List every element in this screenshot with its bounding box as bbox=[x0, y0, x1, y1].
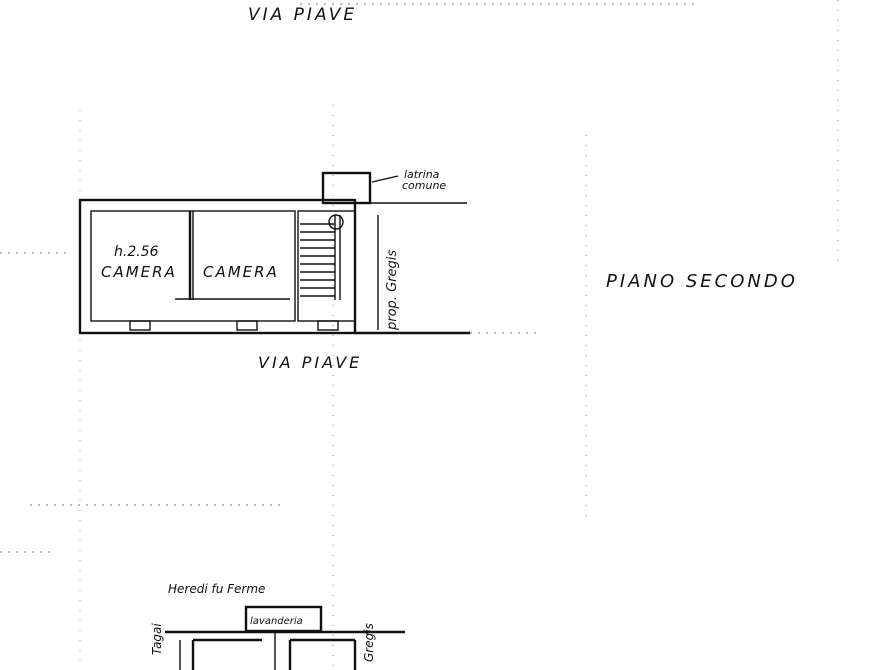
stair-treads bbox=[300, 214, 344, 300]
street-label-top: VIA PIAVE bbox=[248, 5, 357, 25]
lower-floor-plan bbox=[165, 605, 405, 670]
guide-lines bbox=[0, 0, 839, 670]
gregis-label: Gregis bbox=[362, 623, 376, 662]
tagai-label: Tagai bbox=[150, 623, 164, 655]
room-height-label: h.2.56 bbox=[114, 244, 159, 260]
latrine-label-line1: latrina bbox=[404, 168, 440, 181]
room-label-right: CAMERA bbox=[203, 263, 279, 281]
floor-title: PIANO SECONDO bbox=[606, 271, 798, 292]
heirs-ferme-label: Heredi fu Ferme bbox=[168, 582, 265, 596]
lavanderia-label: lavanderia bbox=[250, 616, 303, 627]
room-label-left: CAMERA bbox=[101, 263, 177, 281]
street-label-middle: VIA PIAVE bbox=[258, 353, 362, 372]
second-floor-plan bbox=[78, 171, 470, 335]
latrine-leader-line bbox=[371, 175, 399, 183]
property-gregis-label: prop. Gregis bbox=[385, 250, 400, 331]
latrine-label-line2: comune bbox=[402, 179, 446, 192]
